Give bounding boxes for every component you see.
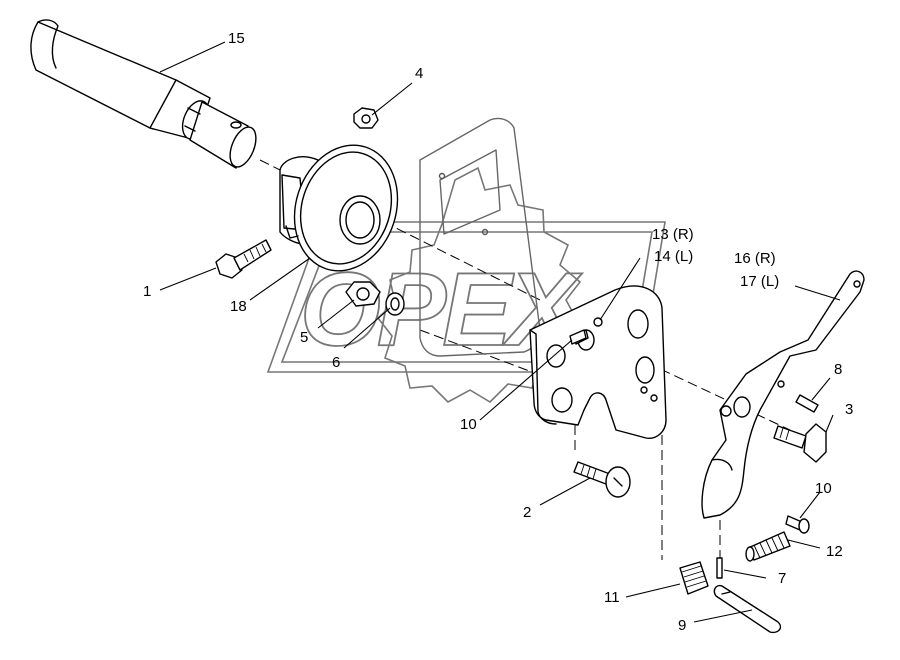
pin-part-10-left: [569, 329, 587, 345]
callout-5: 5: [300, 329, 308, 346]
nut-part-4: [353, 107, 379, 129]
washer-part-6: [385, 292, 405, 316]
callout-9: 9: [678, 617, 686, 634]
spring-part-12: [745, 531, 791, 562]
pin-part-7: [716, 557, 723, 579]
callout-14-l: 14 (L): [654, 248, 693, 265]
pin-part-8: [795, 394, 819, 413]
callout-10-right: 10: [815, 480, 832, 497]
callout-18: 18: [230, 298, 247, 315]
bracket-part-13-14: [529, 285, 667, 439]
callout-12: 12: [826, 543, 843, 560]
plunger-part-9: [713, 584, 782, 634]
screw-part-2: [573, 461, 631, 498]
callout-1: 1: [143, 283, 151, 300]
bolt-part-3: [773, 423, 827, 463]
callout-labels: 1 2 3 4 5 6 7 8 9 10 10 11 12 13 (R) 14 …: [143, 30, 853, 634]
handle-part-15: [30, 19, 257, 169]
callout-13-r: 13 (R): [652, 226, 694, 243]
callout-15: 15: [228, 30, 245, 47]
callout-7: 7: [778, 570, 786, 587]
callout-8: 8: [834, 361, 842, 378]
lever-part-16-17: [701, 270, 865, 519]
callout-17-l: 17 (L): [740, 273, 779, 290]
callout-16-r: 16 (R): [734, 250, 776, 267]
callout-6: 6: [332, 354, 340, 371]
callout-10-left: 10: [460, 416, 477, 433]
center-lines: [259, 159, 791, 560]
pin-part-10-right: [785, 515, 810, 534]
callout-3: 3: [845, 401, 853, 418]
callout-11: 11: [604, 589, 620, 606]
bolt-part-1: [215, 239, 272, 279]
insert-part-11: [679, 561, 709, 595]
callout-2: 2: [523, 504, 531, 521]
leader-lines: [159, 41, 841, 623]
hub-part-18: [279, 144, 399, 272]
callout-4: 4: [415, 65, 423, 82]
nut-part-5: [345, 281, 381, 307]
